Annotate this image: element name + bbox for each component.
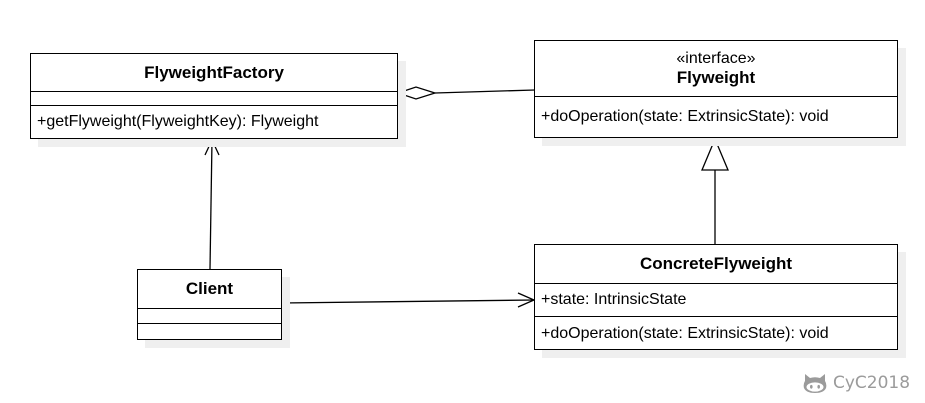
association-arrowhead-factory xyxy=(204,138,220,156)
attributes-section xyxy=(31,91,397,105)
method-do-operation: +doOperation(state: ExtrinsicState): voi… xyxy=(535,96,897,137)
class-client[interactable]: Client xyxy=(137,269,282,340)
interface-name-section: «interface» Flyweight xyxy=(535,41,897,96)
association-line-client-factory xyxy=(209,139,213,270)
association-line-client-concrete xyxy=(281,299,535,304)
class-name: FlyweightFactory xyxy=(144,62,284,82)
aggregation-line xyxy=(434,89,536,94)
method-do-operation: +doOperation(state: ExtrinsicState): voi… xyxy=(535,316,897,351)
class-name-section: Client xyxy=(138,270,281,308)
aggregation-diamond xyxy=(395,86,438,100)
method-get-flyweight: +getFlyweight(FlyweightKey): Flyweight xyxy=(31,105,397,138)
interface-flyweight[interactable]: «interface» Flyweight +doOperation(state… xyxy=(534,40,898,138)
stereotype-label: «interface» xyxy=(676,49,756,67)
class-name-section: ConcreteFlyweight xyxy=(535,245,897,283)
class-flyweight-factory[interactable]: FlyweightFactory +getFlyweight(Flyweight… xyxy=(30,53,398,139)
realization-arrowhead xyxy=(701,137,729,171)
class-name: Client xyxy=(185,279,234,298)
class-name-section: FlyweightFactory xyxy=(31,54,397,91)
methods-section xyxy=(138,323,281,339)
interface-name: Flyweight xyxy=(676,67,756,87)
watermark-text: CyC2018 xyxy=(833,373,911,393)
attribute-state: +state: IntrinsicState xyxy=(535,283,897,316)
class-name: ConcreteFlyweight xyxy=(639,254,793,273)
class-concrete-flyweight[interactable]: ConcreteFlyweight +state: IntrinsicState… xyxy=(534,244,898,350)
github-octocat-icon xyxy=(803,374,827,393)
attributes-section xyxy=(138,308,281,323)
watermark: CyC2018 xyxy=(802,372,910,394)
